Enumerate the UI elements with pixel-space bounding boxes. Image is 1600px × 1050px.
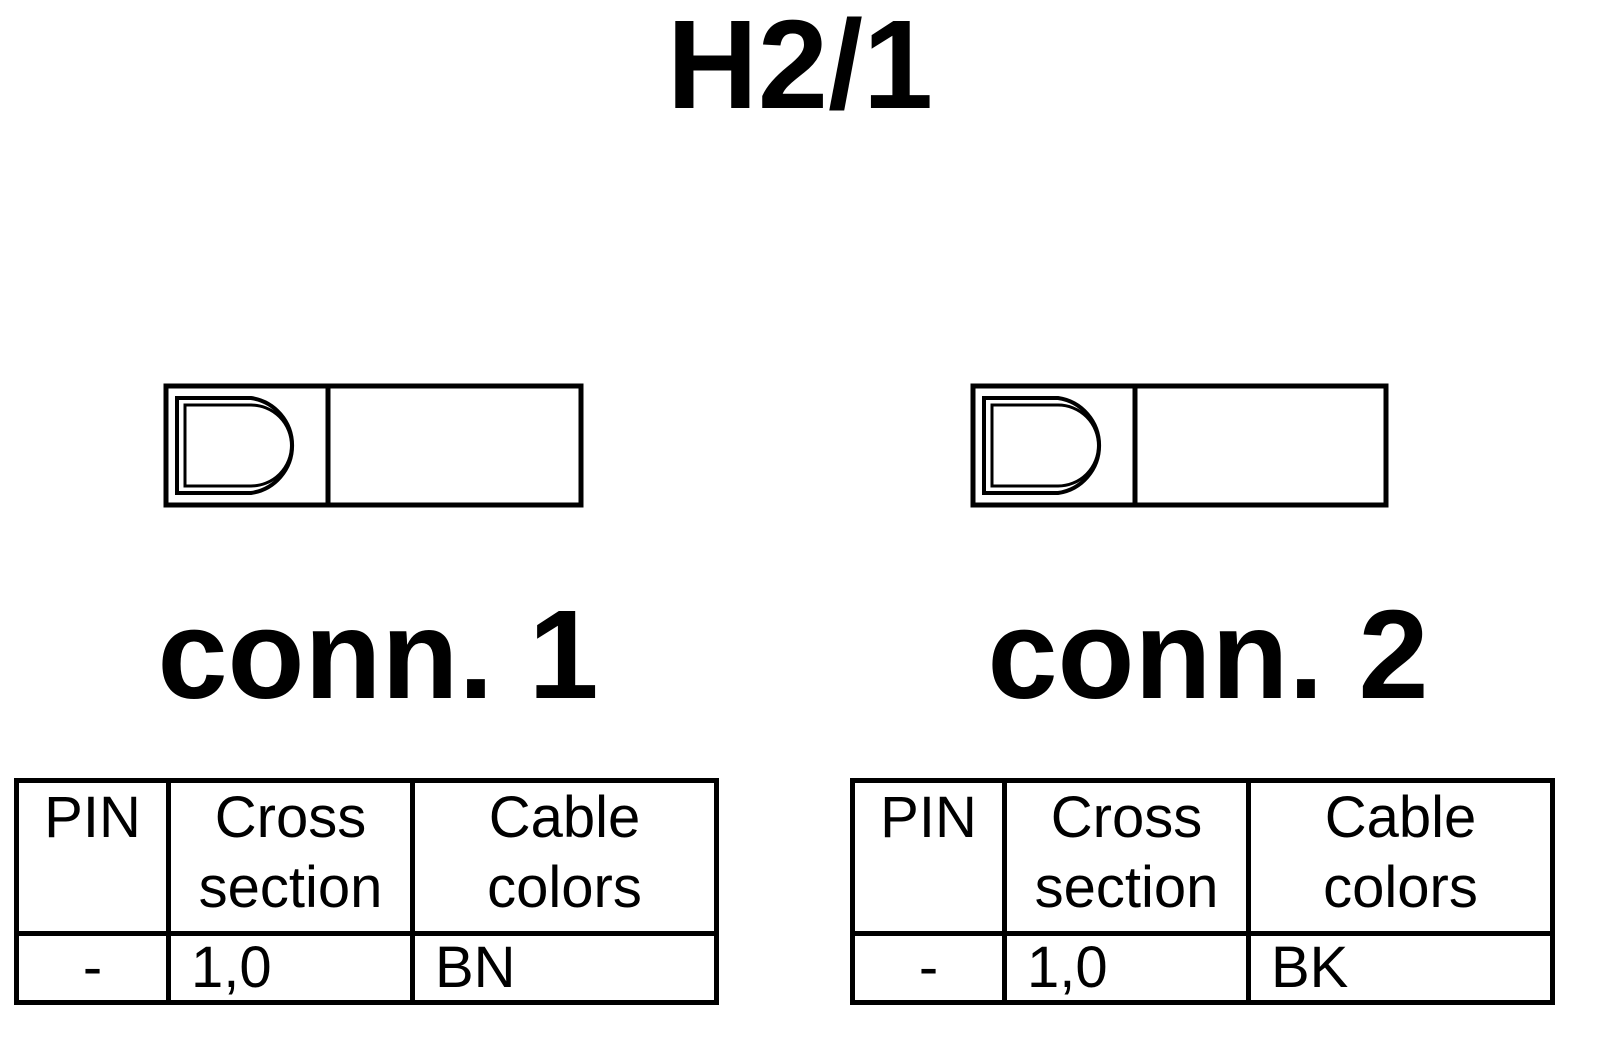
cell-cable-color: BK — [1246, 931, 1555, 1005]
cell-cable-color: BN — [410, 931, 719, 1005]
header-cable-colors: Cable colors — [410, 778, 719, 936]
header-cable-colors: Cable colors — [1246, 778, 1555, 936]
header-pin: PIN — [850, 778, 1007, 936]
connector-1-label: conn. 1 — [157, 584, 599, 725]
header-cross-section: Cross section — [1002, 778, 1251, 936]
header-pin: PIN — [14, 778, 171, 936]
connector-plug-icon — [163, 383, 584, 508]
connector-1-table: PIN Cross section Cable colors - 1,0 BN — [14, 778, 719, 1005]
table-header-row: PIN Cross section Cable colors — [14, 778, 719, 936]
connector-2-symbol — [970, 383, 1400, 508]
diagram-title: H2/1 — [666, 0, 934, 135]
connector-2-table: PIN Cross section Cable colors - 1,0 BK — [850, 778, 1555, 1005]
cell-cross-section: 1,0 — [166, 931, 415, 1005]
header-cross-section: Cross section — [166, 778, 415, 936]
connector-1-symbol — [163, 383, 593, 508]
table-row: - 1,0 BK — [850, 931, 1555, 1005]
cell-cross-section: 1,0 — [1002, 931, 1251, 1005]
cell-pin: - — [14, 931, 171, 1005]
cell-pin: - — [850, 931, 1007, 1005]
connector-2-label: conn. 2 — [987, 584, 1429, 725]
connector-plug-icon — [970, 383, 1389, 508]
table-row: - 1,0 BN — [14, 931, 719, 1005]
table-header-row: PIN Cross section Cable colors — [850, 778, 1555, 936]
